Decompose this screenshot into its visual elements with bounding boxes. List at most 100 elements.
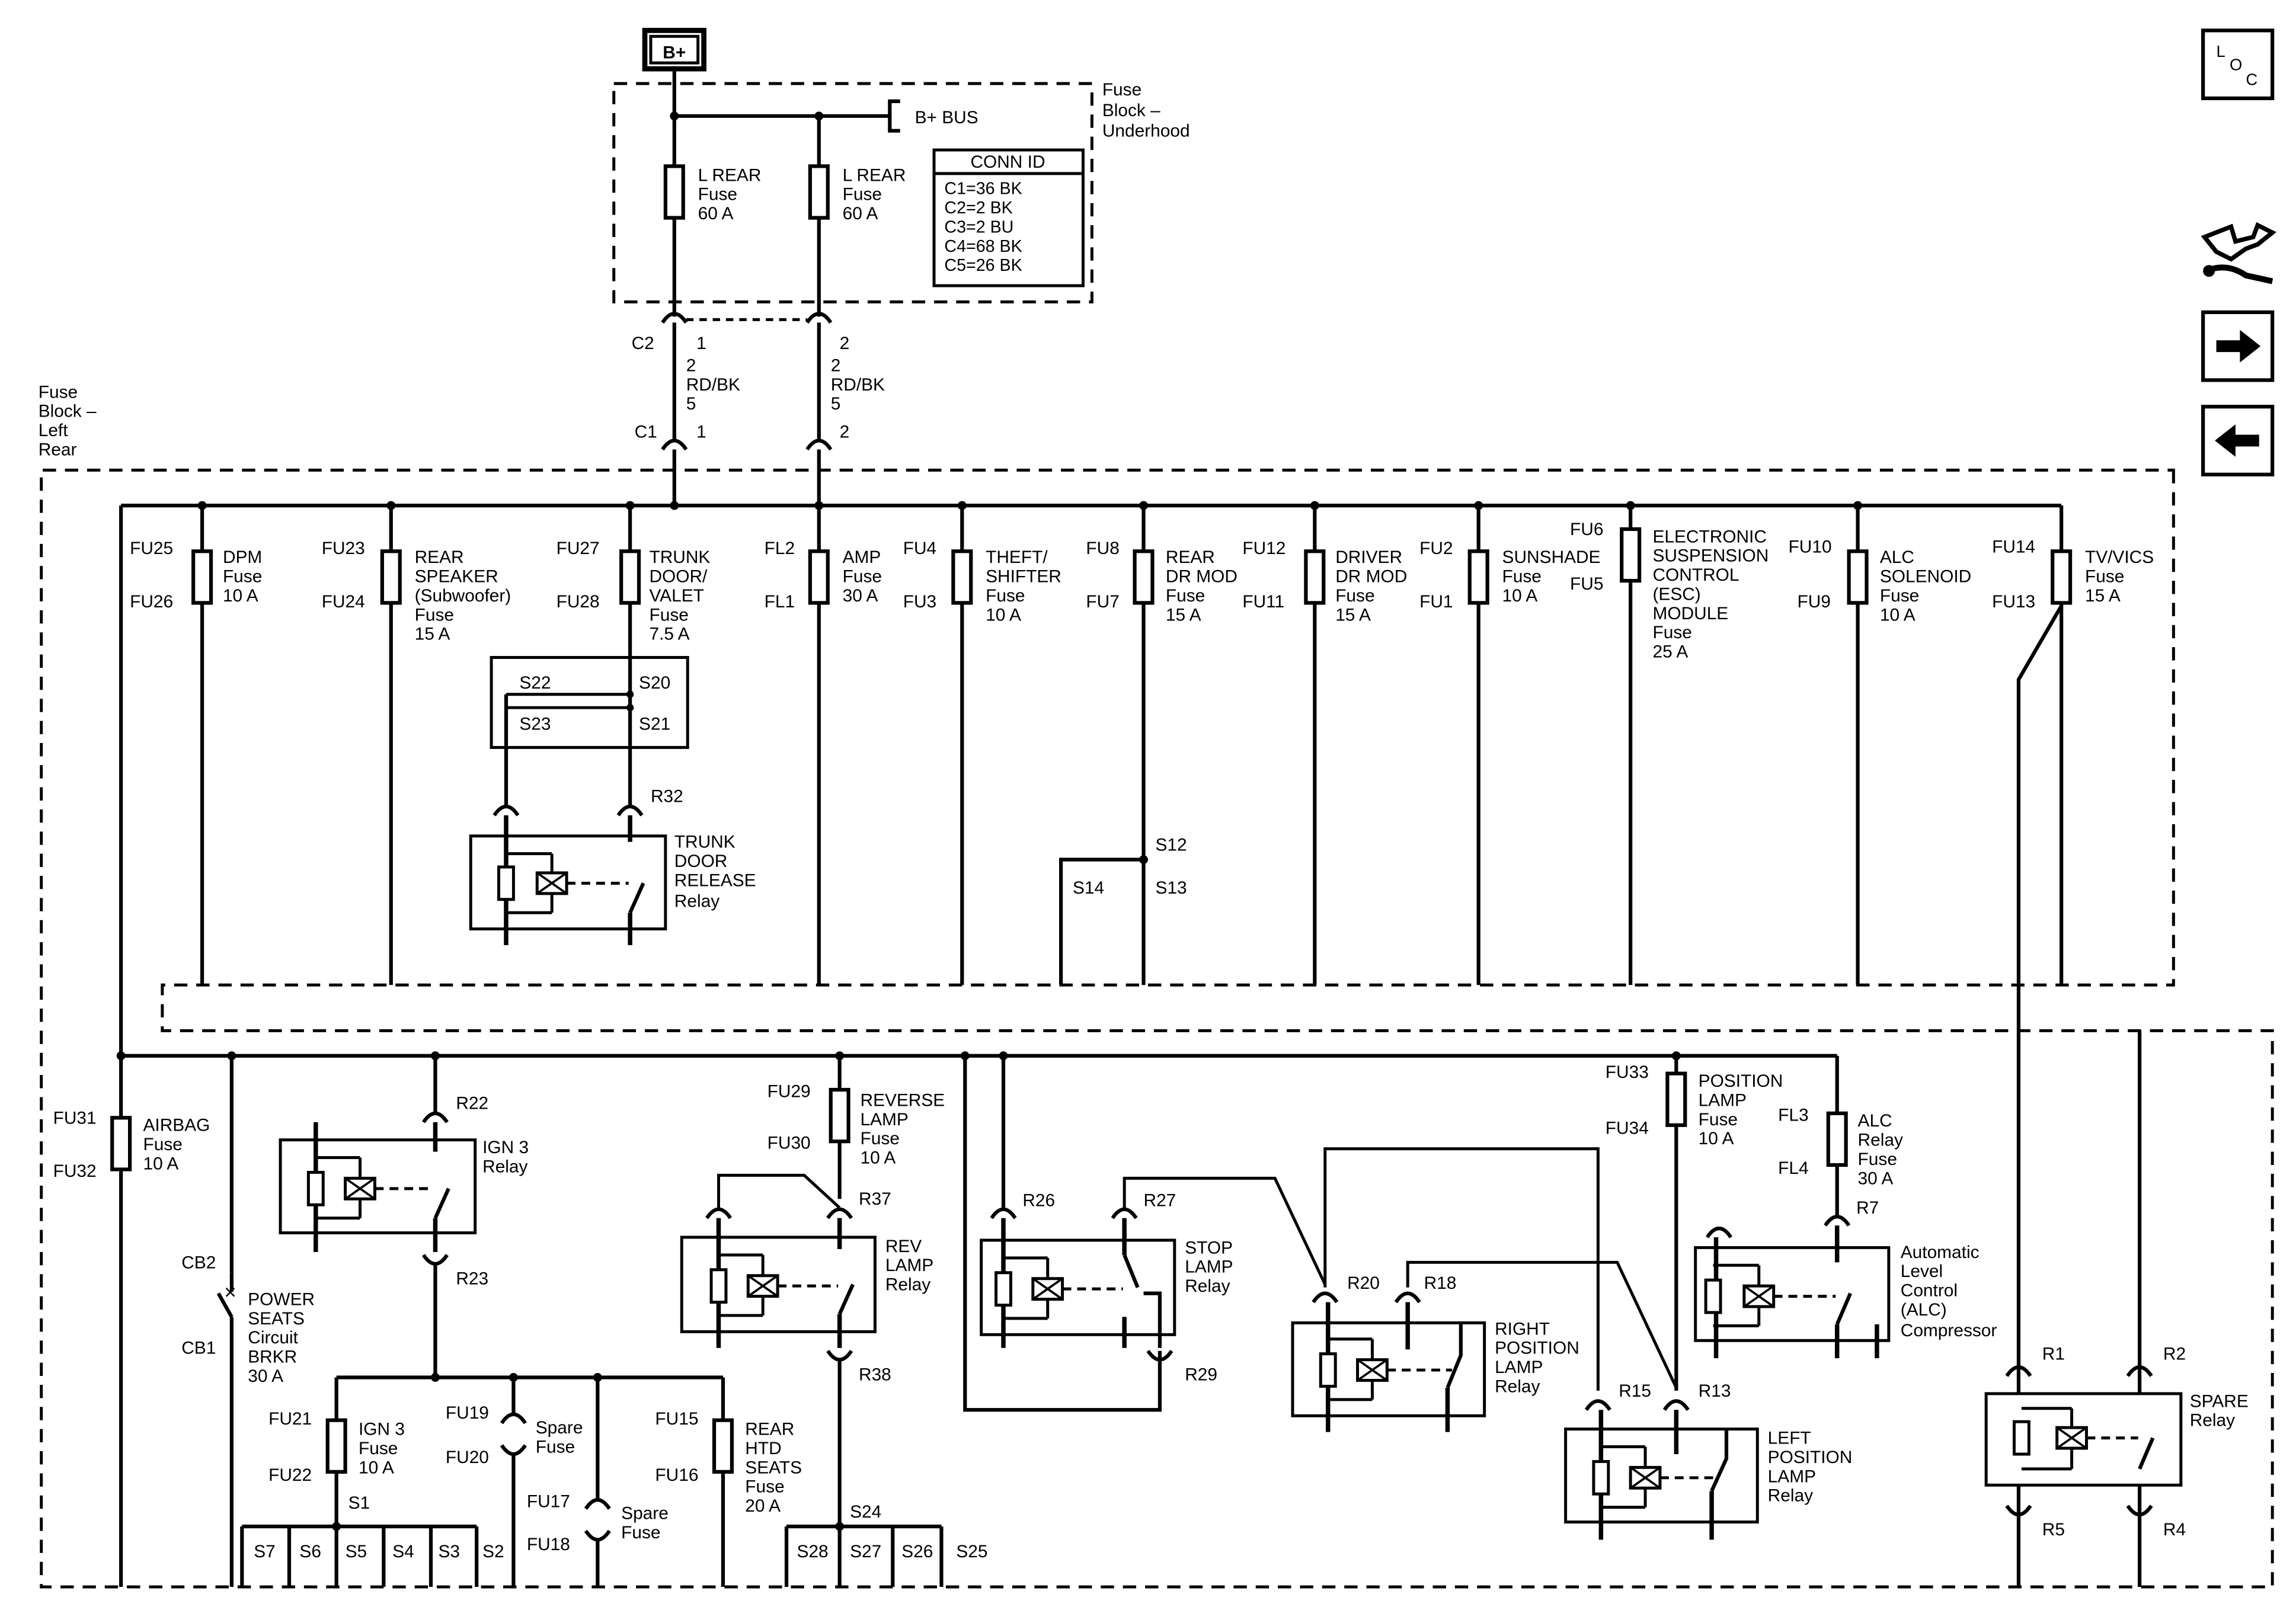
fuse-alc-solenoid: FU10 FU9 ALC SOLENOID Fuse 10 A <box>1789 537 1972 625</box>
location-view-button[interactable]: L O C <box>2201 28 2275 101</box>
fuse-amp: FL2 FL1 AMP Fuse 30 A <box>765 539 882 612</box>
fuse-rear-htd-seats: FU15 FU16 REAR HTD SEATS Fuse 20 A <box>655 1409 802 1516</box>
svg-text:R15: R15 <box>1619 1381 1651 1401</box>
svg-text:R2: R2 <box>2163 1345 2186 1364</box>
svg-text:FU9: FU9 <box>1797 592 1830 612</box>
svg-text:FL4: FL4 <box>1778 1158 1808 1178</box>
svg-text:R20: R20 <box>1347 1273 1380 1293</box>
connector-c1: C1 1 2 <box>635 422 849 451</box>
svg-text:CONN ID: CONN ID <box>970 152 1045 172</box>
svg-text:FU4: FU4 <box>903 539 936 558</box>
svg-text:Fuse: Fuse <box>1166 586 1205 606</box>
svg-text:FU17: FU17 <box>527 1492 570 1512</box>
svg-text:Relay: Relay <box>885 1275 930 1295</box>
svg-text:Fuse: Fuse <box>223 567 262 587</box>
svg-text:IGN 3: IGN 3 <box>482 1138 529 1157</box>
svg-text:ALC: ALC <box>1880 548 1914 567</box>
svg-text:LAMP: LAMP <box>1699 1090 1747 1110</box>
svg-text:FU12: FU12 <box>1242 539 1285 558</box>
svg-text:DR MOD: DR MOD <box>1335 567 1407 587</box>
svg-text:Relay: Relay <box>1185 1276 1230 1296</box>
svg-text:SEATS: SEATS <box>248 1309 305 1329</box>
svg-text:Fuse: Fuse <box>843 567 882 587</box>
svg-text:25 A: 25 A <box>1652 642 1688 662</box>
svg-text:S20: S20 <box>639 673 670 693</box>
svg-text:Fuse: Fuse <box>1335 586 1374 606</box>
fuse-ign3: FU21 FU22 IGN 3 Fuse 10 A <box>268 1409 405 1485</box>
svg-text:Rear: Rear <box>39 440 77 459</box>
svg-text:R18: R18 <box>1424 1273 1457 1293</box>
svg-text:DPM: DPM <box>223 548 262 567</box>
svg-text:5: 5 <box>686 394 696 414</box>
svg-text:FU28: FU28 <box>557 592 600 612</box>
svg-text:R29: R29 <box>1185 1365 1217 1384</box>
svg-text:FU5: FU5 <box>1570 574 1603 594</box>
svg-text:Fuse: Fuse <box>745 1477 784 1497</box>
svg-text:Fuse: Fuse <box>1699 1110 1738 1129</box>
svg-text:FU32: FU32 <box>53 1161 97 1181</box>
connector-end-view-icon[interactable] <box>2201 222 2277 284</box>
fuse-driver-dr-mod: FU12 FU11 DRIVER DR MOD Fuse 15 A <box>1242 539 1407 625</box>
stop-lamp-relay: R26 R27 R29 STOP LAMP Relay <box>980 1176 1327 1384</box>
svg-text:REV: REV <box>885 1237 922 1256</box>
fuse-theft-shifter: FU4 FU3 THEFT/ SHIFTER Fuse 10 A <box>903 539 1061 625</box>
wire-a-label: 2 RD/BK 5 <box>686 356 740 414</box>
svg-text:C4=68 BK: C4=68 BK <box>944 237 1022 256</box>
svg-text:C2: C2 <box>632 334 654 353</box>
svg-text:HTD: HTD <box>745 1439 781 1458</box>
svg-text:RELEASE: RELEASE <box>674 870 756 890</box>
svg-text:FU7: FU7 <box>1086 592 1119 612</box>
fuse-alc-relay: FL3 FL4 ALC Relay Fuse 30 A <box>1778 1105 1903 1188</box>
svg-text:BRKR: BRKR <box>248 1347 297 1367</box>
left-position-lamp-relay: R15 R13 LEFT POSITION LAMP Relay <box>1564 1381 1852 1540</box>
svg-text:S21: S21 <box>639 715 670 734</box>
svg-text:30 A: 30 A <box>1858 1169 1894 1188</box>
underhood-fuse-block-boundary <box>612 82 1093 303</box>
svg-text:S4: S4 <box>392 1542 414 1561</box>
svg-text:×: × <box>224 1281 236 1304</box>
svg-text:SPARE: SPARE <box>2190 1391 2249 1411</box>
svg-text:S14: S14 <box>1073 878 1104 898</box>
svg-text:LAMP: LAMP <box>1185 1257 1233 1277</box>
svg-text:TRUNK: TRUNK <box>649 548 710 567</box>
svg-text:RIGHT: RIGHT <box>1495 1319 1550 1339</box>
svg-text:S23: S23 <box>519 715 551 734</box>
next-page-button[interactable] <box>2201 310 2275 382</box>
underhood-label: Fuse Block – Underhood <box>1102 80 1190 141</box>
wire-b-label: 2 RD/BK 5 <box>831 356 885 414</box>
right-position-lamp-relay: R20 R18 RIGHT POSITION LAMP Relay <box>1291 1147 1678 1432</box>
svg-text:Level: Level <box>1901 1262 1943 1281</box>
svg-text:SPEAKER: SPEAKER <box>415 567 498 587</box>
previous-page-button[interactable] <box>2201 405 2275 476</box>
ign3-relay: R22 R23 IGN 3 Relay <box>279 1093 529 1289</box>
fuse-reverse-lamp: FU29 FU30 REVERSE LAMP Fuse 10 A <box>768 1081 945 1167</box>
alc-compressor-relay: R7 Automatic Level Control (ALC) Compres… <box>1694 1198 1997 1359</box>
svg-text:Fuse: Fuse <box>1858 1150 1897 1169</box>
svg-text:FU8: FU8 <box>1086 539 1119 558</box>
svg-text:Left: Left <box>39 421 69 440</box>
splice-row-s24: S24 S28 S27 S26 S25 <box>784 1502 987 1587</box>
svg-text:15 A: 15 A <box>1166 605 1201 625</box>
svg-text:Fuse: Fuse <box>621 1523 660 1542</box>
svg-text:POSITION: POSITION <box>1699 1071 1783 1091</box>
svg-text:S7: S7 <box>254 1542 276 1561</box>
svg-text:FU2: FU2 <box>1419 539 1453 558</box>
svg-text:DRIVER: DRIVER <box>1335 548 1402 567</box>
svg-text:FU16: FU16 <box>655 1465 698 1485</box>
svg-text:Fuse: Fuse <box>359 1439 398 1458</box>
svg-text:R37: R37 <box>859 1189 891 1209</box>
svg-text:FU27: FU27 <box>557 539 600 558</box>
svg-text:FL1: FL1 <box>765 592 795 612</box>
svg-text:REAR: REAR <box>415 548 464 567</box>
svg-text:10 A: 10 A <box>1699 1129 1734 1148</box>
svg-text:7.5 A: 7.5 A <box>649 625 689 644</box>
svg-text:Fuse: Fuse <box>1652 623 1691 642</box>
svg-text:S13: S13 <box>1155 878 1187 898</box>
svg-text:Underhood: Underhood <box>1102 121 1190 141</box>
svg-text:FU6: FU6 <box>1570 520 1603 539</box>
svg-text:REAR: REAR <box>1166 548 1215 567</box>
fuse-rear-dr-mod: FU8 FU7 REAR DR MOD Fuse 15 A <box>1086 539 1237 625</box>
svg-text:C: C <box>2246 71 2257 89</box>
svg-text:AIRBAG: AIRBAG <box>143 1116 210 1135</box>
